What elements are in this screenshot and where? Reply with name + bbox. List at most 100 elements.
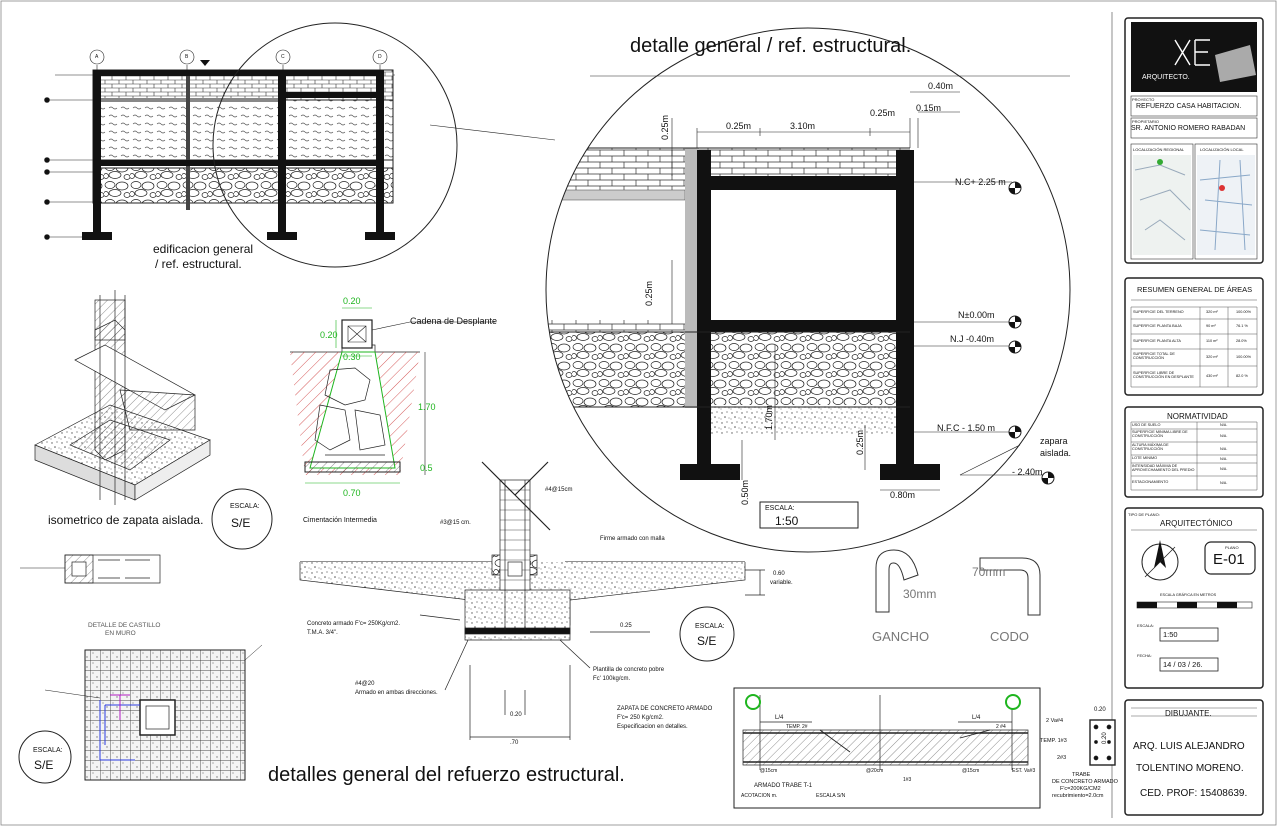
cadena-dim-05: 0.5 — [420, 463, 433, 473]
area-value-1: 90 m² — [1206, 324, 1216, 328]
area-pct-3: 100.00% — [1236, 355, 1251, 359]
dibujante-cedula: CED. PROF: 15408639. — [1140, 788, 1248, 799]
propietario-label: PROPIETARIO — [1132, 119, 1160, 124]
fecha-value: 14 / 03 / 26. — [1163, 660, 1203, 669]
areas-title: RESUMEN GENERAL DE ÁREAS — [1137, 285, 1253, 294]
level-nj: N.J -0.40m — [950, 334, 995, 344]
area-label-4: SUPERFICIE LIBRE DE CONSTRUCCIÓN EN DESP… — [1133, 371, 1194, 379]
cadena-dim-020: 0.20 — [343, 296, 361, 306]
level-240: - 2.40m — [1012, 467, 1043, 477]
scale-label-detail: ESCALA: — [765, 505, 795, 512]
note-concrete: Concreto armado F'c= 250Kg/cm2. — [307, 621, 401, 627]
axis-label-b: B — [185, 54, 189, 60]
location-maps — [1133, 155, 1255, 255]
area-label-3: SUPERFICIE TOTAL DE CONSTRUCCIÓN — [1133, 352, 1175, 360]
cadena-dim-070: 0.70 — [343, 488, 361, 498]
zapata-label: zapara — [1040, 436, 1068, 446]
plano-value: E-01 — [1213, 551, 1245, 568]
scale-value-detail: 1:50 — [775, 514, 799, 528]
note-depth-variable: variable. — [770, 580, 793, 586]
norm-value-3: N/A. — [1220, 457, 1228, 461]
intermediate-foundation-drawing — [211, 307, 495, 550]
area-label-0: SUPERFICIE DEL TERRENO — [1133, 310, 1184, 314]
note-rebar-stirrup: #3@15 cm. — [440, 520, 471, 526]
elevation-drawing — [44, 49, 395, 240]
dim-080: 0.80m — [890, 490, 916, 500]
area-pct-1: 76.1 % — [1236, 324, 1248, 328]
beam-l4-right: L/4 — [972, 715, 981, 721]
bottom-title: detalles general del refuerzo estructura… — [268, 764, 625, 786]
note-armado-2: Armado en ambas direcciones. — [355, 690, 438, 696]
beam-spacing-right: @15cm — [962, 768, 980, 774]
footing-section-drawing — [299, 461, 765, 740]
note-dim-070: .70 — [510, 740, 519, 746]
elevation-caption: edificacion general — [153, 242, 254, 256]
elbow-dim: 70mm — [972, 565, 1006, 579]
tipo-label: TIPO DE PLANO: — [1128, 512, 1160, 517]
section-caption-2: DE CONCRETO ARMADO — [1052, 779, 1118, 785]
loc-regional: LOCALIZACIÓN REGIONAL — [1133, 147, 1185, 152]
beam-bar1: 1#3 — [903, 777, 912, 783]
propietario-value: SR. ANTONIO ROMERO RABADAN — [1131, 125, 1246, 132]
dim-025-b: 0.25m — [870, 108, 896, 118]
dim-015: 0.15m — [916, 103, 942, 113]
note-plantilla: Plantilla de concreto pobre — [593, 667, 665, 673]
escala-grafica: ESCALA GRÁFICA EN METROS — [1160, 593, 1217, 597]
spec-note: Especificacion en detalles. — [617, 724, 688, 730]
area-label-1: SUPERFICIE PLANTA BAJA — [1133, 324, 1182, 328]
note-plantilla-2: Fc' 100kg/cm. — [593, 676, 631, 682]
cadena-dim-030: 0.30 — [343, 352, 361, 362]
dim-310: 3.10m — [790, 121, 816, 131]
beam-bar-right: 2 #4 — [996, 724, 1006, 730]
beam-title: ARMADO TRABE T-1 — [754, 783, 813, 789]
norm-value-0: N/A. — [1220, 423, 1228, 427]
plano-label: PLANO — [1225, 545, 1239, 550]
section-temp: TEMP. 1#3 — [1040, 738, 1067, 744]
beam-l4-left: L/4 — [775, 715, 784, 721]
section-bar1: 2 Va#4 — [1046, 718, 1064, 724]
area-value-0: 320 m² — [1206, 310, 1218, 314]
intermediate-caption: Cimentación Intermedia — [303, 517, 377, 524]
tipo-value: ARQUITECTÓNICO — [1160, 519, 1233, 528]
note-concrete-2: T.M.A. 3/4". — [307, 630, 338, 636]
note-dim-020: 0.20 — [510, 712, 522, 718]
hook-dim: 30mm — [903, 587, 937, 601]
spec-fc: F'c= 250 Kg/cm2. — [617, 715, 664, 721]
norm-label-1: SUPERFICIE MINIMA LIBRE DE CONSTRUCCIÓN — [1132, 430, 1188, 438]
norm-value-2: N/A. — [1220, 447, 1228, 451]
norm-value-1: N/A. — [1220, 434, 1228, 438]
scale-value-2: S/E — [34, 758, 54, 772]
scale-value-3: S/E — [697, 634, 717, 648]
cadena-label: Cadena de Desplante — [410, 316, 498, 326]
dim-side-170: 1.70m — [764, 404, 774, 430]
beam-acotacion: ACOTACION m. — [741, 793, 778, 799]
section-bar2: 2#3 — [1057, 755, 1067, 761]
area-value-3: 320 m² — [1206, 355, 1218, 359]
escala-value: 1:50 — [1163, 630, 1178, 639]
dim-side-025-b: 0.25m — [644, 280, 654, 306]
scale-label-1: ESCALA: — [230, 503, 260, 510]
dim-025-a: 0.25m — [726, 121, 752, 131]
level-nc: N.C+ 2.25 m — [955, 177, 1006, 187]
isometric-caption: isometrico de zapata aislada. — [48, 513, 204, 527]
norm-value-5: N/A. — [1220, 481, 1228, 485]
beam-spacing-left: @15cm — [760, 768, 778, 774]
graphic-scale-bar — [1136, 601, 1253, 609]
footing-grid-plan — [18, 644, 263, 784]
beam-escala: ESCALA S/N — [816, 793, 846, 799]
dibujante-name-2: TOLENTINO MORENO. — [1136, 763, 1244, 774]
section-caption-4: recubrimiento=2.0cm — [1052, 793, 1104, 799]
dibujante-title: DIBUJANTE. — [1165, 709, 1212, 718]
dim-side-025-a: 0.25m — [660, 114, 670, 140]
castle-caption-2: EN MURO — [105, 630, 136, 637]
spec-title: ZAPATA DE CONCRETO ARMADO — [617, 706, 713, 712]
fecha-label: FECHA: — [1137, 653, 1152, 658]
cadena-dim-020-b: 0.20 — [320, 330, 338, 340]
dim-side-050: 0.50m — [740, 479, 750, 505]
hook-label: GANCHO — [872, 629, 930, 644]
section-dim-side: 0.20 — [1102, 732, 1108, 744]
section-dim-top: 0.20 — [1094, 707, 1106, 713]
note-armado: #4@20 — [355, 681, 375, 687]
